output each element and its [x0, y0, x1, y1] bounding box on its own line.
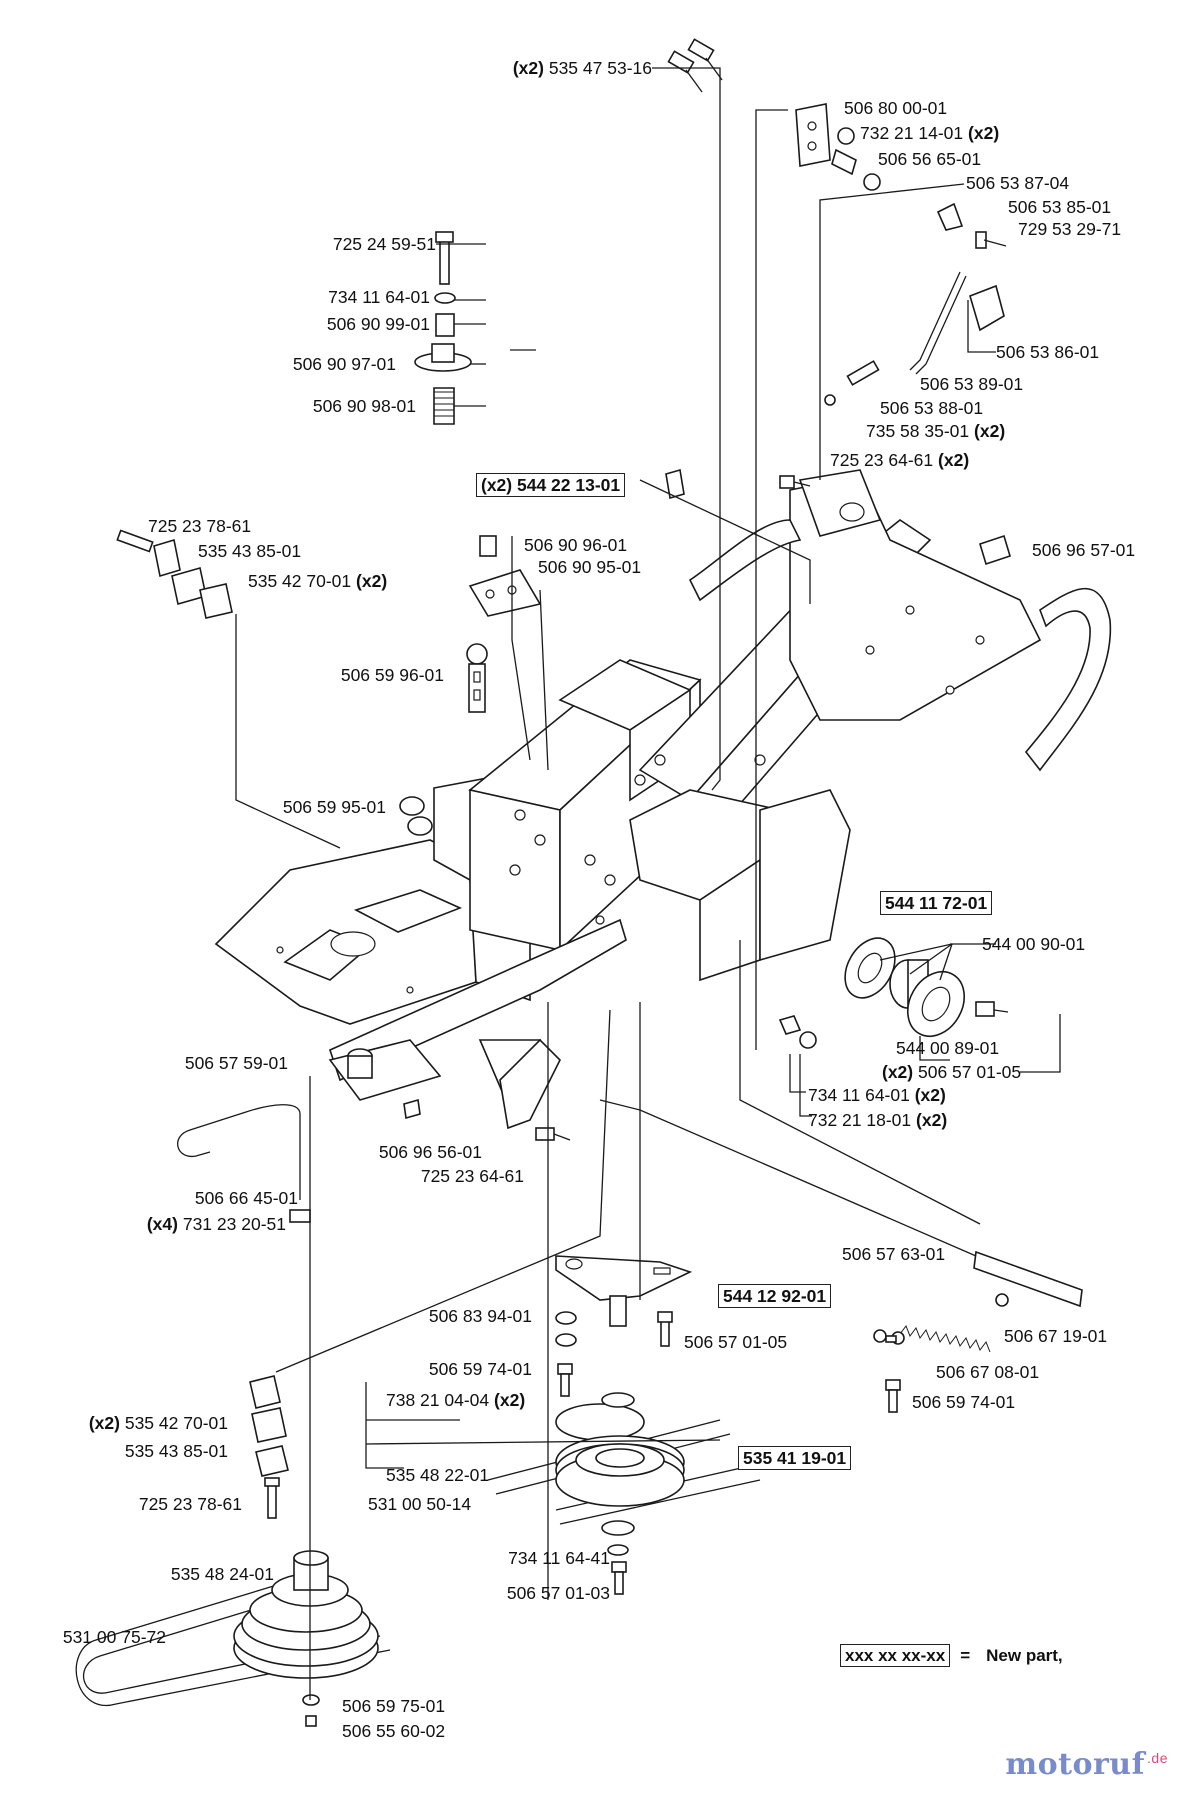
label-l48: 535 43 85-01	[124, 1441, 228, 1461]
mid-fasteners	[555, 1311, 901, 1413]
j-rod-nut	[289, 1209, 311, 1223]
legend-code: xxx xx xx-xx	[840, 1644, 951, 1667]
label-l12: 725 23 64-61 (x2)	[830, 450, 970, 470]
label-l33: 506 57 59-01	[184, 1053, 288, 1073]
label-l36: 506 66 45-01	[194, 1188, 298, 1208]
stud-506-67-08-01	[873, 1329, 897, 1343]
label-l55: 506 57 01-03	[506, 1583, 610, 1603]
label-l34: 506 96 56-01	[378, 1142, 482, 1162]
bolt-725-23-64-61	[779, 475, 811, 489]
label-l20: 725 23 78-61	[148, 516, 252, 536]
legend-equals: =	[960, 1646, 971, 1665]
label-l56: 531 00 75-72	[62, 1627, 166, 1647]
label-l38: 506 57 63-01	[842, 1244, 946, 1264]
label-l30: (x2) 506 57 01-05	[882, 1062, 1022, 1082]
label-l08: 506 53 86-01	[996, 342, 1100, 362]
label-l10: 506 53 88-01	[880, 398, 984, 418]
flat-plate	[973, 1250, 1083, 1308]
label-l49: 535 48 22-01	[386, 1465, 490, 1485]
label-l15: 734 11 64-01	[328, 287, 430, 307]
label-l37: (x4) 731 23 20-51	[146, 1214, 286, 1234]
label-l53: 734 11 64-41	[508, 1548, 610, 1568]
label-l25: 506 59 96-01	[340, 665, 444, 685]
nut-washer	[778, 1015, 817, 1049]
label-l18: 506 90 98-01	[312, 396, 416, 416]
label-l39: 544 12 92-01	[718, 1284, 832, 1308]
label-l58: 506 55 60-02	[342, 1721, 446, 1741]
label-l44: 506 67 08-01	[936, 1362, 1040, 1382]
label-l26: 506 59 95-01	[282, 797, 386, 817]
brand-tld: .de	[1147, 1750, 1168, 1766]
label-l21: 535 43 85-01	[198, 541, 302, 561]
label-l07: 729 53 29-71	[1018, 219, 1122, 239]
label-l22: 535 42 70-01 (x2)	[248, 571, 388, 591]
bracket-506-96-56-01	[499, 1038, 571, 1141]
label-l27: 544 11 72-01	[880, 891, 993, 915]
label-l14: 725 24 59-51	[332, 234, 436, 254]
brand-watermark[interactable]: motoruf.de	[1005, 1747, 1168, 1782]
label-l17: 506 90 97-01	[292, 354, 396, 374]
legend-text: New part,	[986, 1646, 1063, 1665]
label-l24: 506 90 95-01	[538, 557, 642, 577]
label-l31: 734 11 64-01 (x2)	[808, 1085, 946, 1105]
clip-part	[665, 468, 685, 500]
bearing-assembly	[844, 937, 1009, 1037]
bolt-parts-top	[667, 38, 723, 93]
label-l54: 535 48 24-01	[170, 1564, 274, 1584]
lever-knob	[466, 643, 488, 713]
label-l35: 725 23 64-61	[420, 1166, 524, 1186]
label-l28: 544 00 90-01	[982, 934, 1086, 954]
pedal-linkage	[824, 202, 1007, 406]
label-l57: 506 59 75-01	[342, 1696, 446, 1716]
block-part	[979, 534, 1011, 566]
label-l05: 506 53 87-04	[966, 173, 1070, 193]
label-l45: 738 21 04-04 (x2)	[386, 1390, 526, 1410]
label-l19: (x2) 544 22 13-01	[476, 473, 626, 497]
main-frame	[214, 469, 1112, 1113]
label-l02: 506 80 00-01	[844, 98, 948, 118]
center-idler-pulley	[487, 1392, 761, 1595]
latch-plate	[468, 535, 542, 617]
clips-lower-left	[249, 1375, 289, 1519]
brand-name: motoruf	[1005, 1747, 1146, 1782]
label-l29: 544 00 89-01	[896, 1038, 1000, 1058]
label-l43: 506 59 74-01	[428, 1359, 532, 1379]
label-l40: 506 83 94-01	[428, 1306, 532, 1326]
label-l51: 725 23 78-61	[138, 1494, 242, 1514]
label-l16: 506 90 99-01	[326, 314, 430, 334]
stud-part	[399, 796, 433, 836]
label-l46: 506 59 74-01	[912, 1392, 1016, 1412]
label-l03: 732 21 14-01 (x2)	[860, 123, 1000, 143]
label-l11: 735 58 35-01 (x2)	[866, 421, 1006, 441]
left-drive-pulley	[75, 1550, 391, 1727]
label-l13: 506 96 57-01	[1032, 540, 1136, 560]
j-rod	[177, 1104, 301, 1200]
label-l52: 531 00 50-14	[368, 1494, 472, 1514]
label-l47: (x2) 535 42 70-01	[88, 1413, 228, 1433]
new-part-legend: xxx xx xx-xx = New part,	[840, 1644, 1063, 1667]
label-l01: (x2) 535 47 53-16	[512, 58, 652, 78]
steering-stack	[414, 231, 472, 425]
pivot-bracket	[328, 1039, 442, 1120]
clip-bracket-left	[116, 529, 233, 619]
label-l04: 506 56 65-01	[878, 149, 982, 169]
label-l42: 506 67 19-01	[1004, 1326, 1108, 1346]
hinge-plate	[795, 103, 881, 191]
label-l32: 732 21 18-01 (x2)	[808, 1110, 948, 1130]
label-l50: 535 41 19-01	[738, 1446, 852, 1470]
label-l06: 506 53 85-01	[1008, 197, 1112, 217]
spring-part	[891, 1293, 1009, 1353]
label-l09: 506 53 89-01	[920, 374, 1024, 394]
label-l41: 506 57 01-05	[684, 1332, 788, 1352]
label-l23: 506 90 96-01	[524, 535, 628, 555]
leader-lines	[235, 67, 1061, 1700]
